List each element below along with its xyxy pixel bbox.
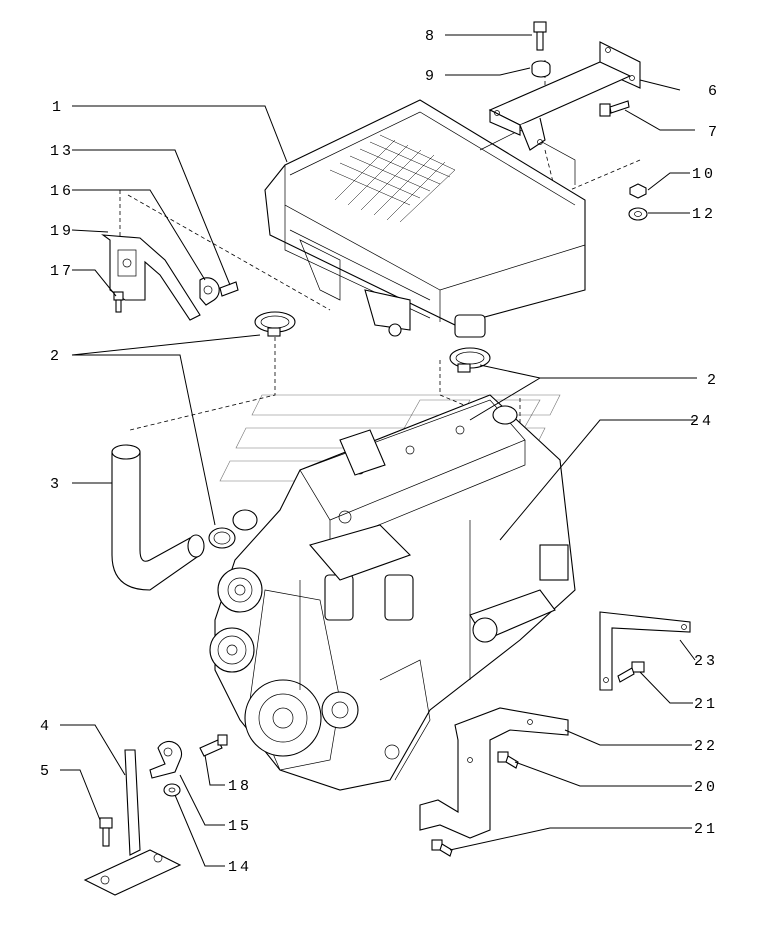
p-clip-icon bbox=[199, 277, 220, 306]
hose-clamp-icon bbox=[254, 311, 296, 337]
intake-hose-elbow-icon bbox=[111, 444, 205, 591]
callout-17: 17 bbox=[50, 263, 74, 280]
callout-7: 7 bbox=[708, 124, 720, 141]
leader-lines bbox=[60, 34, 697, 867]
bracket-icon bbox=[101, 234, 201, 321]
callout-6: 6 bbox=[708, 83, 720, 100]
callout-15: 15 bbox=[228, 818, 252, 835]
bolt-icon bbox=[431, 839, 453, 857]
callout-24: 24 bbox=[690, 413, 714, 430]
bolt-icon bbox=[599, 100, 630, 117]
callout-22: 22 bbox=[694, 738, 718, 755]
mounting-bracket-icon bbox=[488, 41, 641, 151]
callout-1: 1 bbox=[52, 99, 64, 116]
callout-19: 19 bbox=[50, 223, 74, 240]
callout-16: 16 bbox=[50, 183, 74, 200]
nut-icon bbox=[629, 183, 647, 199]
bolt-icon bbox=[533, 21, 547, 51]
support-bracket-icon bbox=[419, 707, 569, 839]
callout-21: 21 bbox=[694, 696, 718, 713]
callout-4: 4 bbox=[40, 718, 52, 735]
washer-icon bbox=[163, 783, 181, 797]
bolt-icon bbox=[617, 661, 645, 683]
callout-18: 18 bbox=[228, 778, 252, 795]
engine-block-icon bbox=[209, 394, 576, 791]
air-cleaner-housing-icon bbox=[264, 99, 586, 338]
callout-labels: 1 2 2 3 4 5 6 7 8 9 10 12 13 14 15 16 17… bbox=[40, 28, 720, 876]
hose-clamp-icon bbox=[449, 347, 491, 373]
bolt-icon bbox=[219, 281, 239, 297]
hose-clamp-icon bbox=[208, 527, 236, 549]
washer-icon bbox=[628, 207, 648, 221]
callout-14: 14 bbox=[228, 859, 252, 876]
support-bracket-icon bbox=[83, 749, 182, 896]
angle-bracket-icon bbox=[599, 611, 691, 691]
callout-20: 20 bbox=[694, 779, 718, 796]
bolt-icon bbox=[497, 751, 519, 769]
bolt-icon bbox=[199, 734, 228, 757]
callout-10: 10 bbox=[692, 166, 716, 183]
callout-8: 8 bbox=[425, 28, 437, 45]
callout-3: 3 bbox=[50, 476, 62, 493]
callout-2: 2 bbox=[50, 348, 62, 365]
callout-2: 2 bbox=[707, 372, 719, 389]
callout-9: 9 bbox=[425, 68, 437, 85]
callout-12: 12 bbox=[692, 206, 716, 223]
bolt-icon bbox=[99, 817, 113, 847]
spacer-icon bbox=[531, 60, 551, 78]
callout-13: 13 bbox=[50, 143, 74, 160]
callout-23: 23 bbox=[694, 653, 718, 670]
p-clip-icon bbox=[149, 740, 183, 779]
bolt-icon bbox=[113, 291, 124, 313]
callout-5: 5 bbox=[40, 763, 52, 780]
callout-21: 21 bbox=[694, 821, 718, 838]
